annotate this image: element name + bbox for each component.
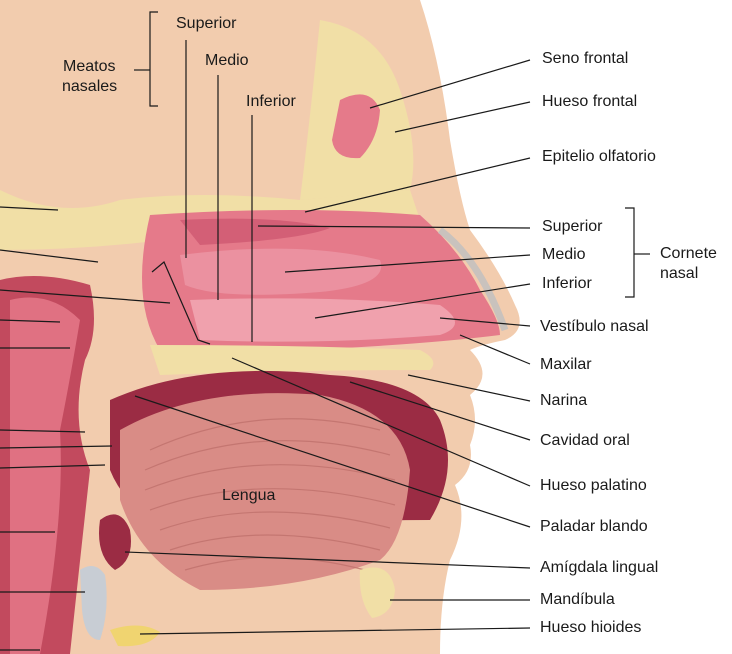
label-mandibula: Mandíbula bbox=[540, 591, 615, 609]
label-meato-medio: Medio bbox=[205, 52, 249, 70]
label-maxilar: Maxilar bbox=[540, 356, 592, 374]
label-meato-inferior: Inferior bbox=[246, 93, 296, 111]
label-meatos-group-line2: nasales bbox=[62, 78, 117, 96]
label-cavidad-oral: Cavidad oral bbox=[540, 432, 630, 450]
label-cornete-medio: Medio bbox=[542, 246, 586, 264]
label-lengua: Lengua bbox=[222, 487, 275, 505]
label-narina: Narina bbox=[540, 392, 587, 410]
turbinate-inferior-shape bbox=[190, 298, 455, 341]
label-cornete-group-line1: Cornete bbox=[660, 245, 717, 263]
label-paladar-blando: Paladar blando bbox=[540, 518, 648, 536]
label-epitelio-olfatorio: Epitelio olfatorio bbox=[542, 148, 656, 166]
label-vestibulo-nasal: Vestíbulo nasal bbox=[540, 318, 649, 336]
label-cornete-inferior: Inferior bbox=[542, 275, 592, 293]
cornete-bracket bbox=[625, 208, 634, 297]
label-hueso-hioides: Hueso hioides bbox=[540, 619, 641, 637]
label-amigdala-lingual: Amígdala lingual bbox=[540, 559, 658, 577]
label-meato-superior: Superior bbox=[176, 15, 236, 33]
label-cornete-superior: Superior bbox=[542, 218, 602, 236]
label-hueso-palatino: Hueso palatino bbox=[540, 477, 647, 495]
label-hueso-frontal: Hueso frontal bbox=[542, 93, 637, 111]
label-cornete-group-line2: nasal bbox=[660, 265, 698, 283]
label-meatos-group-line1: Meatos bbox=[63, 58, 115, 76]
label-seno-frontal: Seno frontal bbox=[542, 50, 628, 68]
